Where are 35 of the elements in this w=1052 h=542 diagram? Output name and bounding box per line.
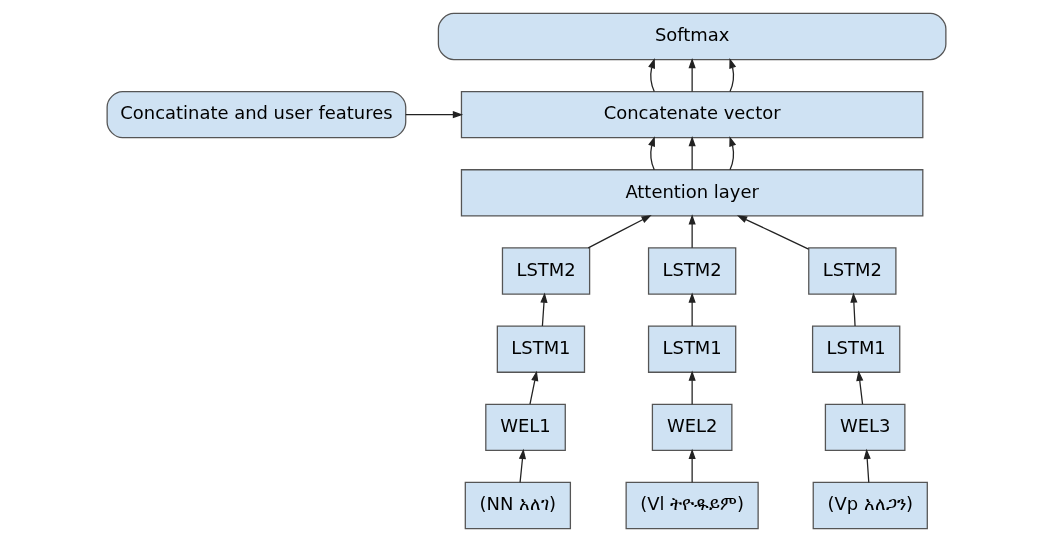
arrow <box>688 57 696 93</box>
arrow <box>728 136 736 171</box>
node-box: WEL3 <box>824 403 905 452</box>
node-box: (NN አለገ) <box>464 481 571 530</box>
arrow <box>518 448 526 483</box>
node-box: LSTM2 <box>807 247 897 295</box>
arrow <box>688 370 696 405</box>
node-box: WEL1 <box>484 403 566 452</box>
node-box: Concatenate vector <box>460 90 923 139</box>
arrow <box>855 370 863 405</box>
arrow <box>647 58 655 93</box>
node-box: LSTM1 <box>496 325 585 373</box>
arrow <box>688 292 696 327</box>
arrow <box>688 214 696 249</box>
arrow <box>587 215 652 249</box>
node-box: Concatinate and user features <box>106 90 406 139</box>
node-box: Attention layer <box>460 169 923 217</box>
node-box: (Vl ትዮዱይም) <box>625 481 759 530</box>
node-box: LSTM2 <box>501 247 590 295</box>
arrow <box>528 370 538 405</box>
node-box: WEL2 <box>651 403 732 452</box>
arrow <box>863 448 871 483</box>
node-box: LSTM1 <box>811 325 900 373</box>
node-box: (Vp አለጋን) <box>812 481 928 530</box>
arrow <box>404 111 463 119</box>
node-box: Softmax <box>437 12 946 61</box>
node-box: LSTM1 <box>647 325 736 373</box>
arrow <box>647 136 655 171</box>
arrow <box>688 448 696 483</box>
node-box: LSTM2 <box>647 247 736 295</box>
arrow <box>736 215 809 250</box>
arrow <box>539 292 548 327</box>
arrow <box>688 136 696 171</box>
arrow <box>728 58 736 93</box>
arrow <box>849 292 857 327</box>
